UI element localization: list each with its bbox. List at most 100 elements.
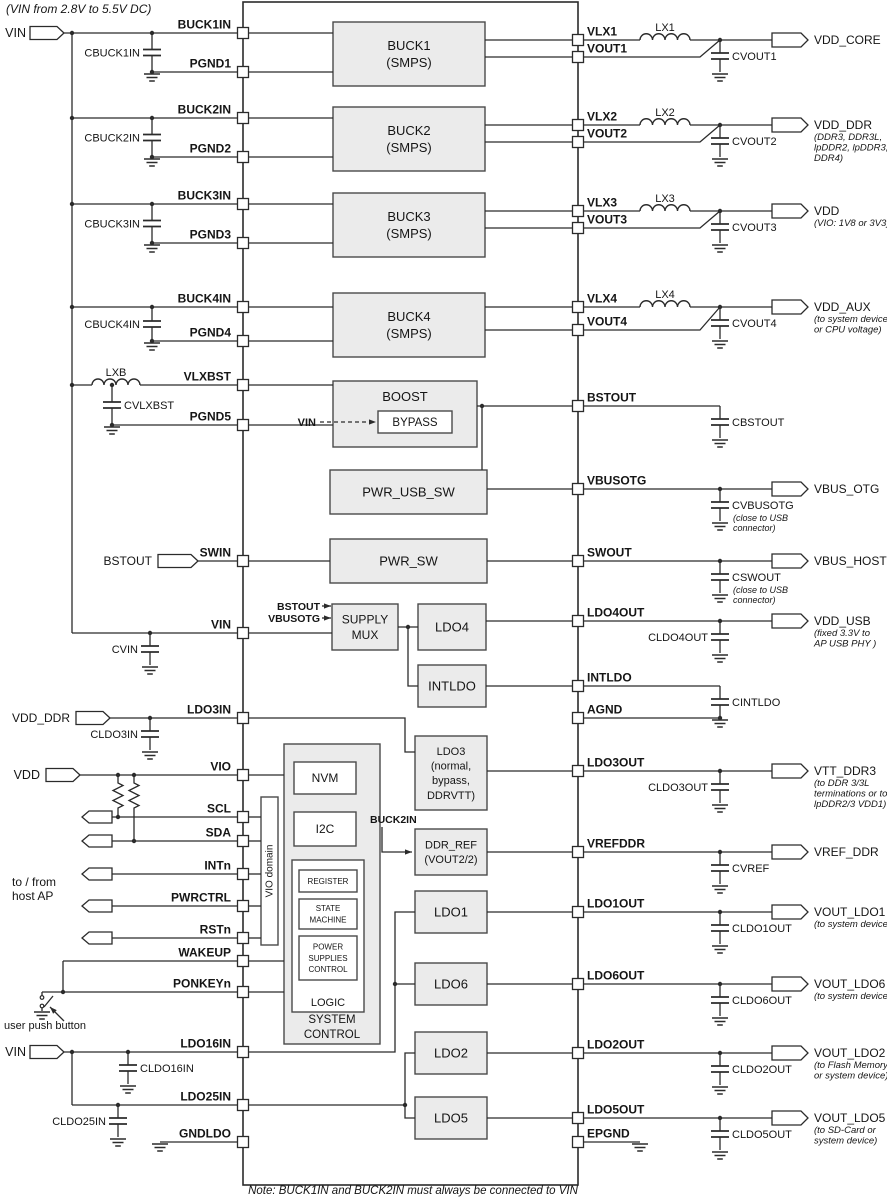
vdd-out-connector	[771, 203, 809, 219]
pin-label-vlx2: VLX2	[587, 110, 617, 124]
wire	[248, 717, 415, 753]
pin-label-gndldo: GNDLDO	[179, 1127, 231, 1141]
pin-label-swin: SWIN	[200, 546, 231, 560]
block-label-state-machine: MACHINE	[310, 915, 347, 924]
intn-host-connector	[81, 867, 113, 881]
capacitor-label-cldo2out: CLDO2OUT	[732, 1064, 792, 1076]
pin-vlx2	[571, 118, 585, 132]
vdd-usb-connector	[771, 613, 809, 629]
block-label-supply-mux: SUPPLY	[342, 612, 388, 626]
pin-vio	[236, 768, 250, 782]
block-supply-mux	[331, 603, 399, 651]
capacitor-label-cldo3in: CLDO3IN	[90, 729, 138, 741]
pin-ldo1out	[571, 905, 585, 919]
resistor-pullup-sda	[127, 775, 141, 841]
vdd-ddr-out-connector	[771, 117, 809, 133]
pin-label-buck1in: BUCK1IN	[178, 18, 231, 32]
pin-pgnd2	[236, 150, 250, 164]
block-label-ldo6: LDO6	[434, 977, 468, 992]
junction-dot	[60, 989, 66, 995]
block-ddr-ref	[414, 828, 488, 876]
vtt-ddr3-note: (to DDR 3/3L	[814, 778, 869, 789]
junction-dot	[147, 630, 153, 636]
vdd-out-label: VDD	[814, 204, 840, 218]
vout-ldo2-label: VOUT_LDO2	[814, 1046, 886, 1060]
pin-label-sda: SDA	[206, 826, 232, 840]
pin-label-vlx1: VLX1	[587, 25, 617, 39]
capacitor-label-cvlxbst: CVLXBST	[124, 400, 174, 412]
block-label-power-supplies-control: SUPPLIES	[308, 954, 347, 963]
block-buck4	[332, 292, 486, 358]
vout-ldo5-connector	[771, 1110, 809, 1126]
pin-label-ponkeyn: PONKEYn	[173, 977, 231, 991]
capacitor-label-cldo3out: CLDO3OUT	[648, 782, 708, 794]
pin-label-pgnd2: PGND2	[190, 142, 232, 156]
pin-label-buck2in: BUCK2IN	[178, 103, 231, 117]
pin-label-ldo25in: LDO25IN	[180, 1090, 231, 1104]
sda-host-connector	[81, 834, 113, 848]
junction-dot	[69, 1049, 75, 1055]
pin-pgnd3	[236, 236, 250, 250]
pin-label-ldo3out: LDO3OUT	[587, 756, 645, 770]
block-label-buck3: BUCK3	[387, 209, 430, 224]
junction-dot	[149, 201, 155, 207]
pin-label-ldo4out: LDO4OUT	[587, 606, 645, 620]
junction-dot	[69, 382, 75, 388]
user-push-button-contact	[39, 995, 45, 1000]
capacitor-label-cldo25in: CLDO25IN	[52, 1116, 106, 1128]
vdd-core-label: VDD_CORE	[814, 33, 881, 47]
pin-label-vrefddr: VREFDDR	[587, 837, 645, 851]
junction-dot	[149, 69, 155, 75]
block-vio-domain	[260, 796, 279, 946]
vin-range-note: (VIN from 2.8V to 5.5V DC)	[6, 2, 152, 16]
pin-buck3in	[236, 197, 250, 211]
pin-ldo25in	[236, 1098, 250, 1112]
junction-dot	[149, 338, 155, 344]
block-power-supplies-control	[298, 935, 358, 981]
vdd-ddr-out-note: lpDDR2, lpDDR3,	[814, 143, 887, 154]
pin-pgnd1	[236, 65, 250, 79]
block-label-buck1: BUCK1	[387, 38, 430, 53]
block-label-logic: LOGIC	[311, 997, 345, 1009]
vdd-ddr-in-connector	[75, 710, 111, 726]
capacitor-label-cvbusotg: CVBUSOTG	[732, 500, 794, 512]
junction-dot	[131, 838, 137, 844]
vbus-otg-connector	[771, 481, 809, 497]
junction-dot	[717, 486, 723, 492]
capacitor-label-cvout3: CVOUT3	[732, 222, 777, 234]
junction-dot	[149, 30, 155, 36]
junction-dot	[131, 772, 137, 778]
block-label-buck2: (SMPS)	[386, 140, 432, 155]
mux-vbusotg-label: VBUSOTG	[268, 613, 320, 625]
block-label-ldo3: bypass,	[432, 775, 470, 787]
block-label-buck4: BUCK4	[387, 309, 430, 324]
pin-label-epgnd: EPGND	[587, 1127, 630, 1141]
vout-ldo6-connector	[771, 976, 809, 992]
block-label-ldo3: DDRVTT)	[427, 790, 475, 802]
pin-label-scl: SCL	[207, 802, 231, 816]
pin-label-buck3in: BUCK3IN	[178, 189, 231, 203]
host-ap-label-1: to / from	[12, 875, 56, 889]
block-label-buck1: (SMPS)	[386, 55, 432, 70]
junction-dot	[149, 115, 155, 121]
pin-vout1	[571, 50, 585, 64]
pin-label-vlx3: VLX3	[587, 196, 617, 210]
block-buck3	[332, 192, 486, 258]
vtt-ddr3-note: terminations or to	[814, 789, 887, 800]
vdd-usb-note: (fixed 3.3V to	[814, 628, 870, 639]
pin-vlx3	[571, 204, 585, 218]
capacitor-label-cldo16in: CLDO16IN	[140, 1063, 194, 1075]
capacitor-label-cintldo: CINTLDO	[732, 697, 781, 709]
block-label-buck3: (SMPS)	[386, 226, 432, 241]
junction-dot	[69, 201, 75, 207]
junction-dot	[717, 558, 723, 564]
capacitor-label-cvref: CVREF	[732, 863, 770, 875]
junction-dot	[392, 981, 398, 987]
bstout-mux-arrow-head	[324, 603, 331, 609]
vout-ldo2-note: (to Flash Memory	[814, 1060, 887, 1071]
pin-vbusotg	[571, 482, 585, 496]
junction-dot	[717, 208, 723, 214]
block-label-system-control: CONTROL	[304, 1029, 361, 1041]
pin-pgnd5	[236, 418, 250, 432]
junction-dot	[717, 122, 723, 128]
